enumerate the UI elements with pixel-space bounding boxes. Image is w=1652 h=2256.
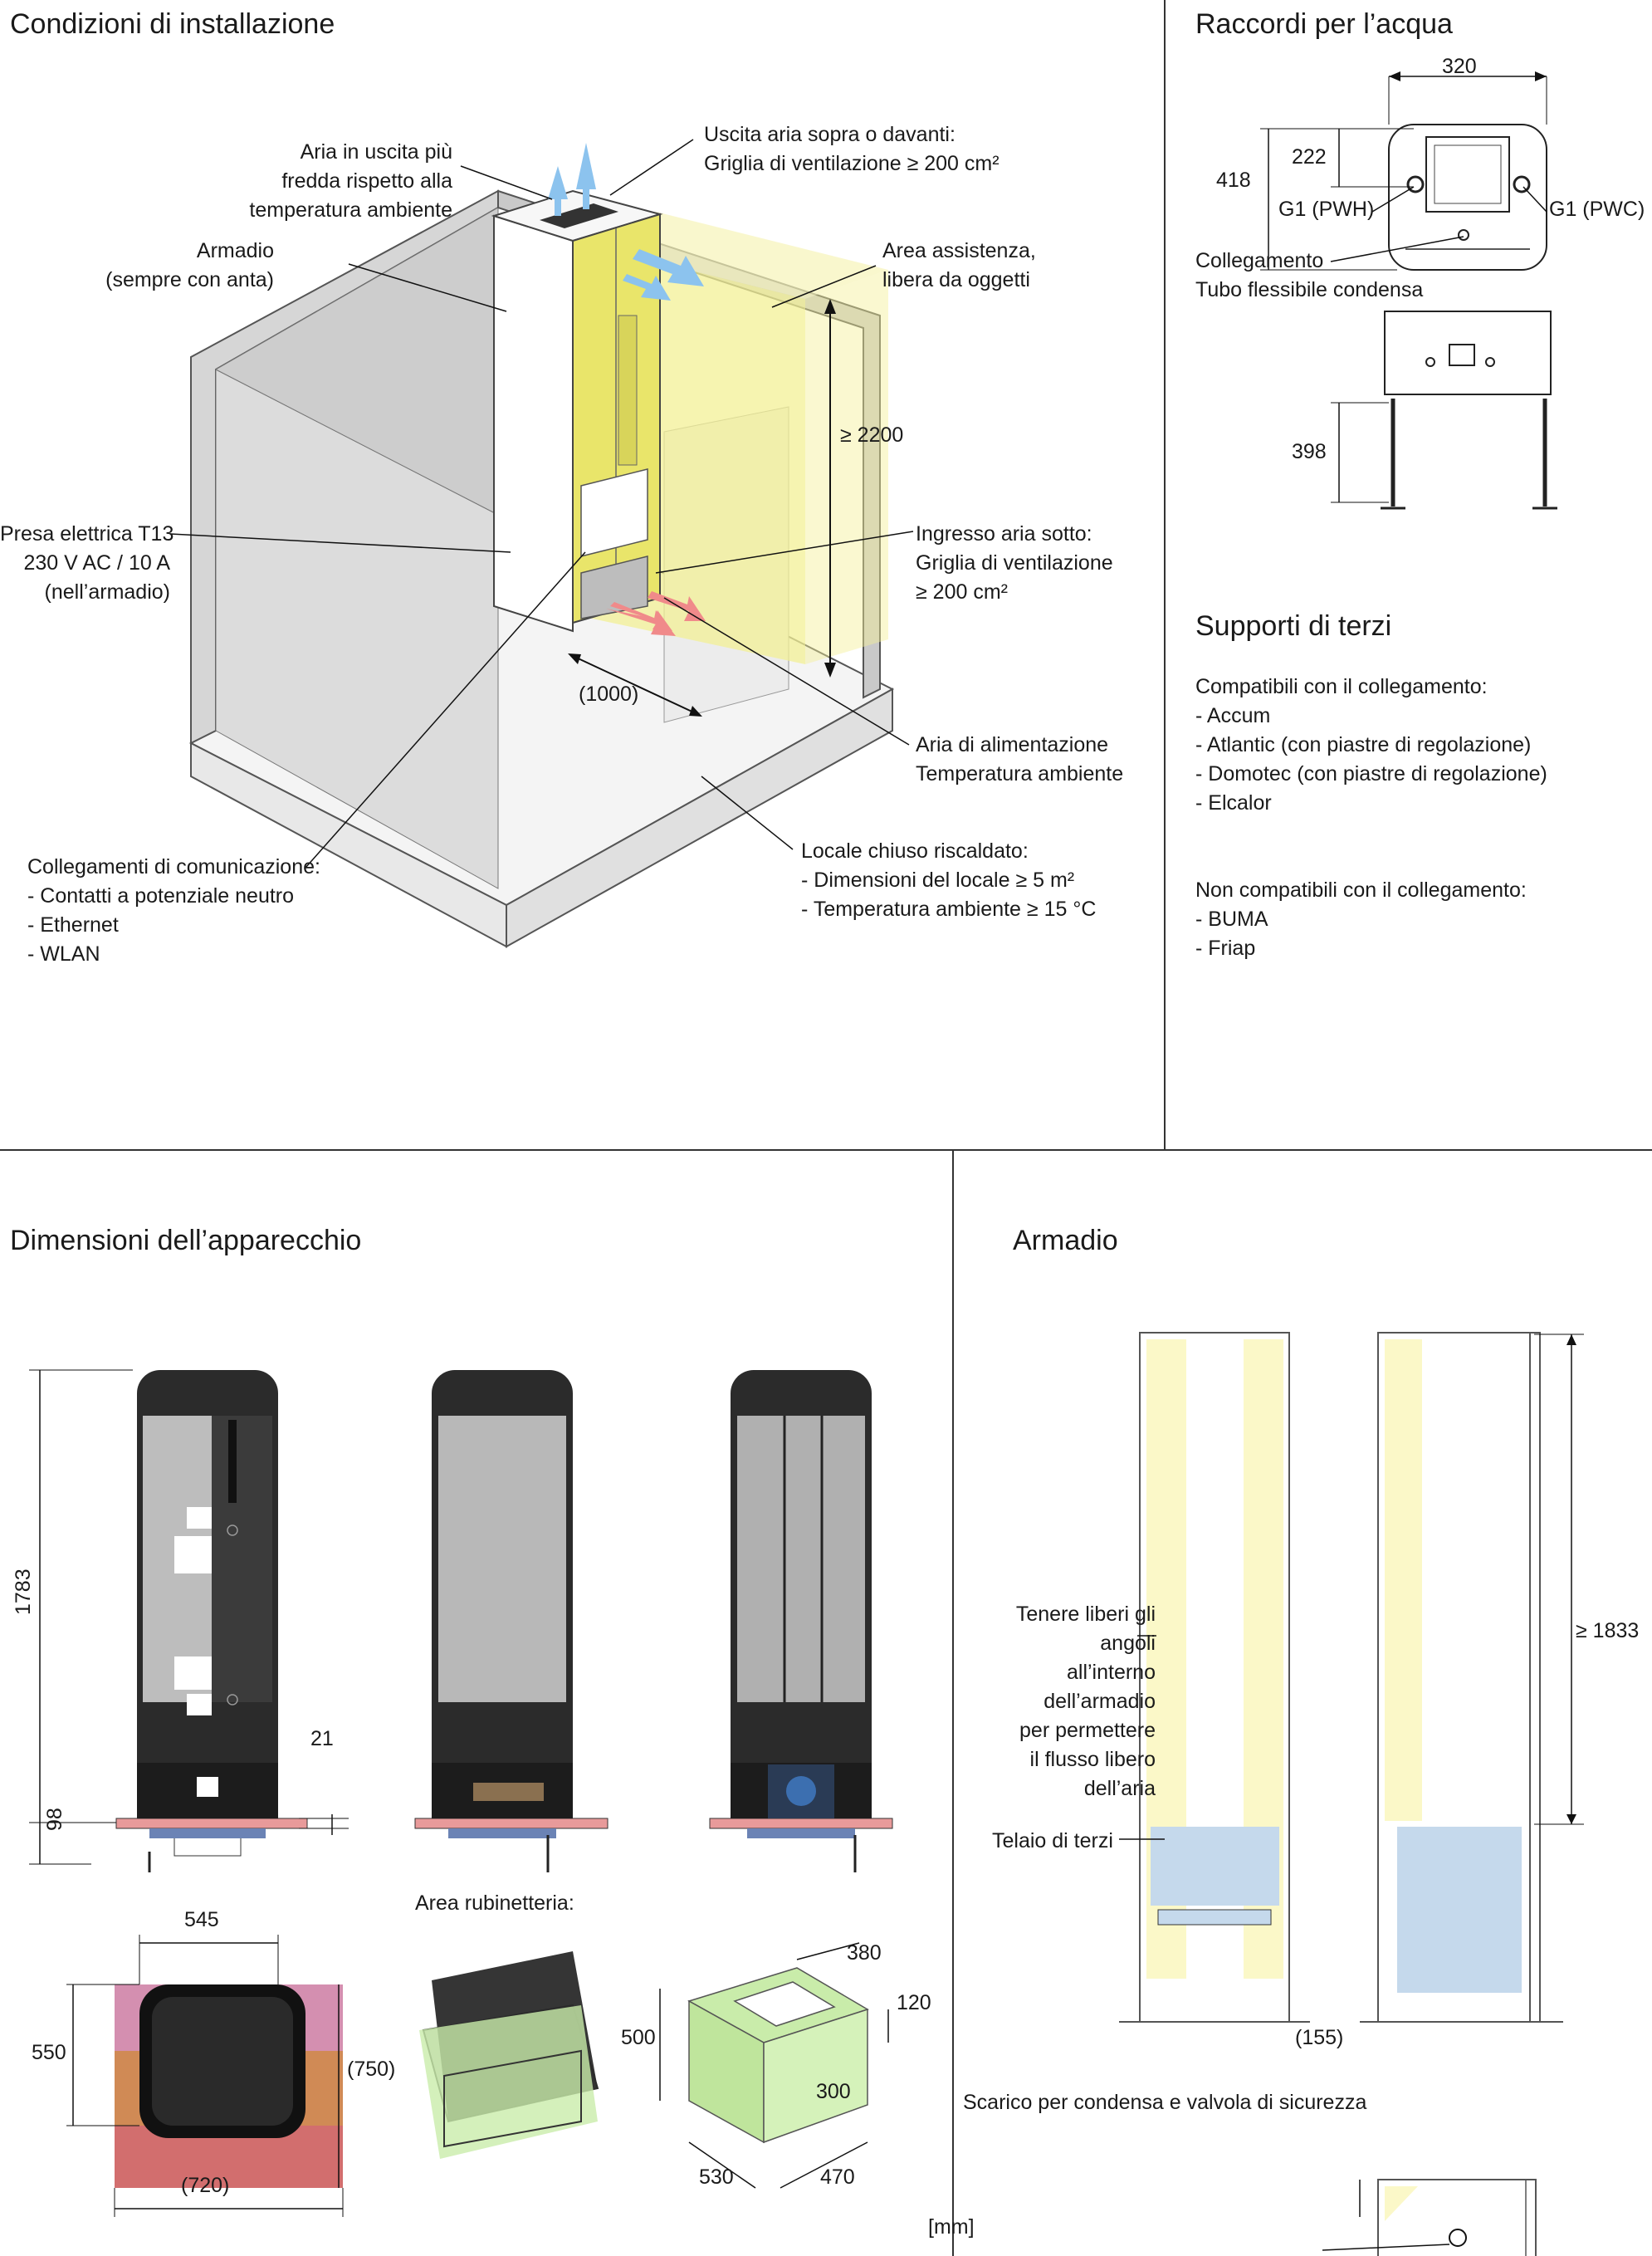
height-2200-label: ≥ 2200 bbox=[840, 423, 904, 447]
dim-155-label: (155) bbox=[1295, 2026, 1344, 2049]
depth-1000-label: (1000) bbox=[579, 683, 639, 706]
water-title: Raccordi per l’acqua bbox=[1195, 8, 1453, 40]
dimensions-diagram bbox=[29, 1369, 893, 2217]
tap-dim-380: 380 bbox=[847, 1941, 882, 1965]
dim-21-label: 21 bbox=[310, 1727, 334, 1750]
g1-pwc-label: G1 (PWC) bbox=[1549, 198, 1645, 221]
air-in-label: Ingresso aria sotto:Griglia di ventilazi… bbox=[916, 522, 1113, 604]
tap-dim-300: 300 bbox=[816, 2080, 851, 2103]
width-720-label: (720) bbox=[181, 2174, 230, 2197]
installation-title: Condizioni di installazione bbox=[10, 8, 335, 40]
depth-750-label: (750) bbox=[347, 2058, 396, 2081]
height-1833-label: ≥ 1833 bbox=[1576, 1619, 1640, 1642]
width-545-label: 545 bbox=[184, 1908, 219, 1931]
compatible-list: Compatibili con il collegamento: - Accum… bbox=[1195, 675, 1547, 815]
incompatible-list: Non compatibili con il collegamento: - B… bbox=[1195, 878, 1527, 960]
room-label: Locale chiuso riscaldato:- Dimensioni de… bbox=[801, 839, 1097, 921]
communication-label: Collegamenti di comunicazione:- Contatti… bbox=[27, 855, 320, 966]
water-dim-320: 320 bbox=[1442, 55, 1477, 78]
tap-area-label: Area rubinetteria: bbox=[415, 1891, 574, 1915]
air-out-top-label: Uscita aria sopra o davanti:Griglia di v… bbox=[704, 123, 1000, 175]
tap-dim-470: 470 bbox=[820, 2165, 855, 2189]
third-party-title: Supporti di terzi bbox=[1195, 610, 1392, 642]
installation-diagram bbox=[169, 139, 914, 948]
cabinet-label: Armadio(sempre con anta) bbox=[105, 239, 274, 291]
armadio-diagram bbox=[1119, 1332, 1584, 2256]
dimensions-title: Dimensioni dell’apparecchio bbox=[10, 1225, 362, 1256]
condensate-drain-label: Scarico per condensa e valvola di sicure… bbox=[963, 2091, 1367, 2114]
tap-dim-120: 120 bbox=[897, 1991, 931, 2014]
water-connections-diagram bbox=[1260, 71, 1557, 510]
height-1783-label: 1783 bbox=[12, 1568, 35, 1615]
unit-mm-label: [mm] bbox=[928, 2215, 975, 2239]
water-dim-398: 398 bbox=[1292, 440, 1327, 463]
g1-pwh-label: G1 (PWH) bbox=[1278, 198, 1375, 221]
service-area-label: Area assistenza,libera da oggetti bbox=[882, 239, 1036, 291]
armadio-title: Armadio bbox=[1013, 1225, 1118, 1256]
depth-550-label: 550 bbox=[32, 2041, 66, 2064]
tap-dim-500: 500 bbox=[621, 2026, 656, 2049]
water-dim-222: 222 bbox=[1292, 145, 1327, 169]
water-dim-418: 418 bbox=[1216, 169, 1251, 192]
height-98-label: 98 bbox=[43, 1808, 66, 1831]
third-party-frame-label: Telaio di terzi bbox=[992, 1829, 1113, 1852]
tap-dim-530: 530 bbox=[699, 2165, 734, 2189]
